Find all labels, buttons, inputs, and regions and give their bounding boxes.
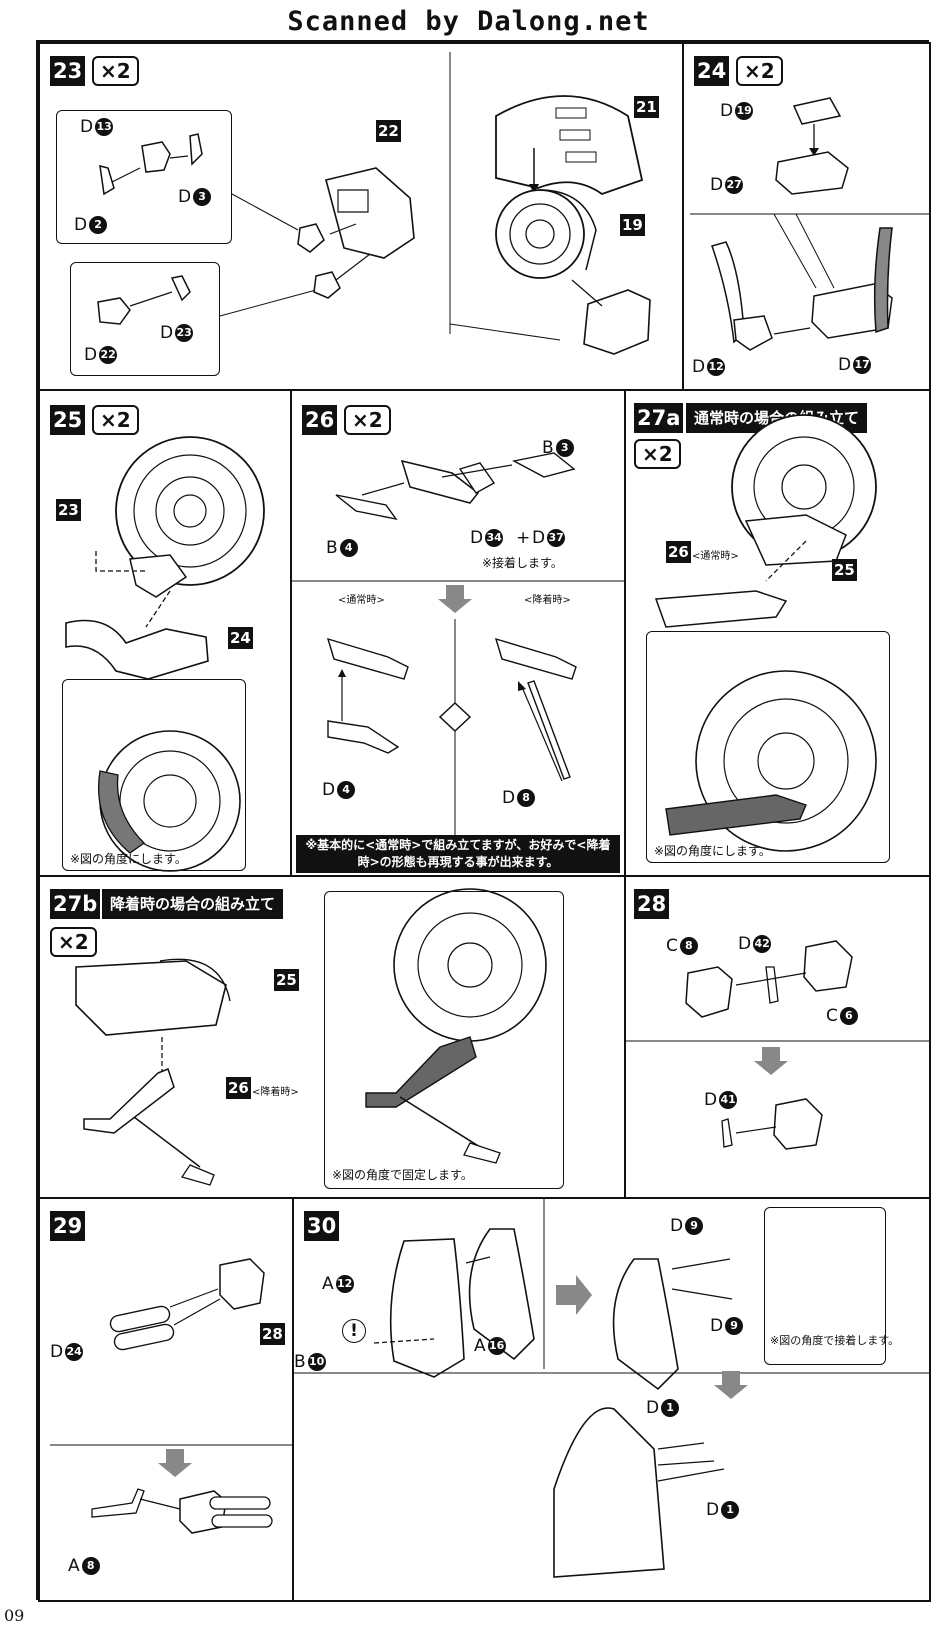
- step-26-diagram: [292, 452, 624, 859]
- angle-note: ※図の角度にします。: [70, 852, 187, 866]
- multiplier: ×2: [344, 405, 391, 435]
- step-23-panel: 23 ×2: [38, 42, 684, 391]
- step-23-diagram: [97, 52, 651, 355]
- multiplier: ×2: [92, 405, 139, 435]
- assembly-tag-25: 25: [274, 969, 299, 991]
- step-30-diagram: [294, 1199, 929, 1578]
- step-28-diagram: [626, 940, 929, 1150]
- step-24-diagram: [690, 97, 929, 351]
- step-title: 降着時の場合の組み立て: [102, 889, 284, 919]
- assembly-tag-24: 24: [228, 627, 253, 649]
- assembly-tag-23: 23: [56, 499, 81, 521]
- step-27a-diagram: [654, 414, 877, 852]
- angle-note: ※図の角度で固定します。: [332, 1168, 473, 1182]
- assembly-tag-22: 22: [376, 120, 401, 142]
- step-number: 24: [694, 56, 730, 86]
- instruction-sheet: 23 ×2: [36, 40, 931, 1602]
- angle-note: ※図の角度にします。: [654, 844, 771, 858]
- step-number: 27a: [634, 403, 684, 433]
- step-number: 28: [634, 889, 670, 919]
- mode-label-landing: <降着時>: [524, 595, 571, 606]
- assembly-tag-26: 26: [666, 541, 691, 563]
- mode-label: <降着時>: [252, 1087, 299, 1098]
- scan-credit: Scanned by Dalong.net: [287, 6, 650, 37]
- multiplier: ×2: [736, 56, 783, 86]
- step-number: 23: [50, 56, 86, 86]
- glue-angle-note: ※図の角度で接着します。: [770, 1334, 900, 1347]
- mode-label-normal: <通常時>: [338, 595, 385, 606]
- multiplier: ×2: [634, 439, 681, 469]
- subassembly-box: [70, 262, 220, 376]
- warning-icon: !: [342, 1319, 366, 1343]
- step-number: 25: [50, 405, 86, 435]
- step-27b-diagram: [75, 888, 547, 1186]
- assembly-tag-25: 25: [832, 559, 857, 581]
- step-25-panel: 25 ×2 23 24 ※図の角度にします。: [38, 389, 292, 877]
- step-number: 26: [302, 405, 338, 435]
- page-number: 09: [4, 1606, 25, 1625]
- subassembly-box: [324, 891, 564, 1189]
- step-27a-panel: 27a 通常時の場合の組み立て ×2 26 <通常時> 25 ※図の角度にします…: [624, 389, 931, 877]
- step-number: 30: [304, 1211, 340, 1241]
- mode-label: <通常時>: [692, 551, 739, 562]
- multiplier: ×2: [92, 56, 139, 86]
- subassembly-box: [646, 631, 890, 863]
- step-number: 27b: [50, 889, 101, 919]
- assembly-mode-note: ※基本的に<通常時>で組み立てますが、お好みで<降着時>の形態も再現する事が出来…: [296, 835, 620, 873]
- subassembly-box: [764, 1207, 886, 1365]
- step-29-diagram: [50, 1258, 292, 1534]
- assembly-tag-28: 28: [260, 1323, 285, 1345]
- step-number: 29: [50, 1211, 86, 1241]
- glue-note: ※接着します。: [482, 556, 563, 570]
- step-25-diagram: [65, 436, 265, 872]
- subassembly-box: [56, 110, 232, 244]
- multiplier: ×2: [50, 927, 97, 957]
- plus-sign: +: [516, 528, 531, 548]
- subassembly-box: [62, 679, 246, 871]
- step-27b-panel: 27b 降着時の場合の組み立て ×2 25 26 <降着時> ※図の角度で固定し…: [38, 875, 626, 1199]
- assembly-tag-21: 21: [634, 96, 659, 118]
- assembly-tag-26: 26: [226, 1077, 251, 1099]
- assembly-tag-19: 19: [620, 214, 645, 236]
